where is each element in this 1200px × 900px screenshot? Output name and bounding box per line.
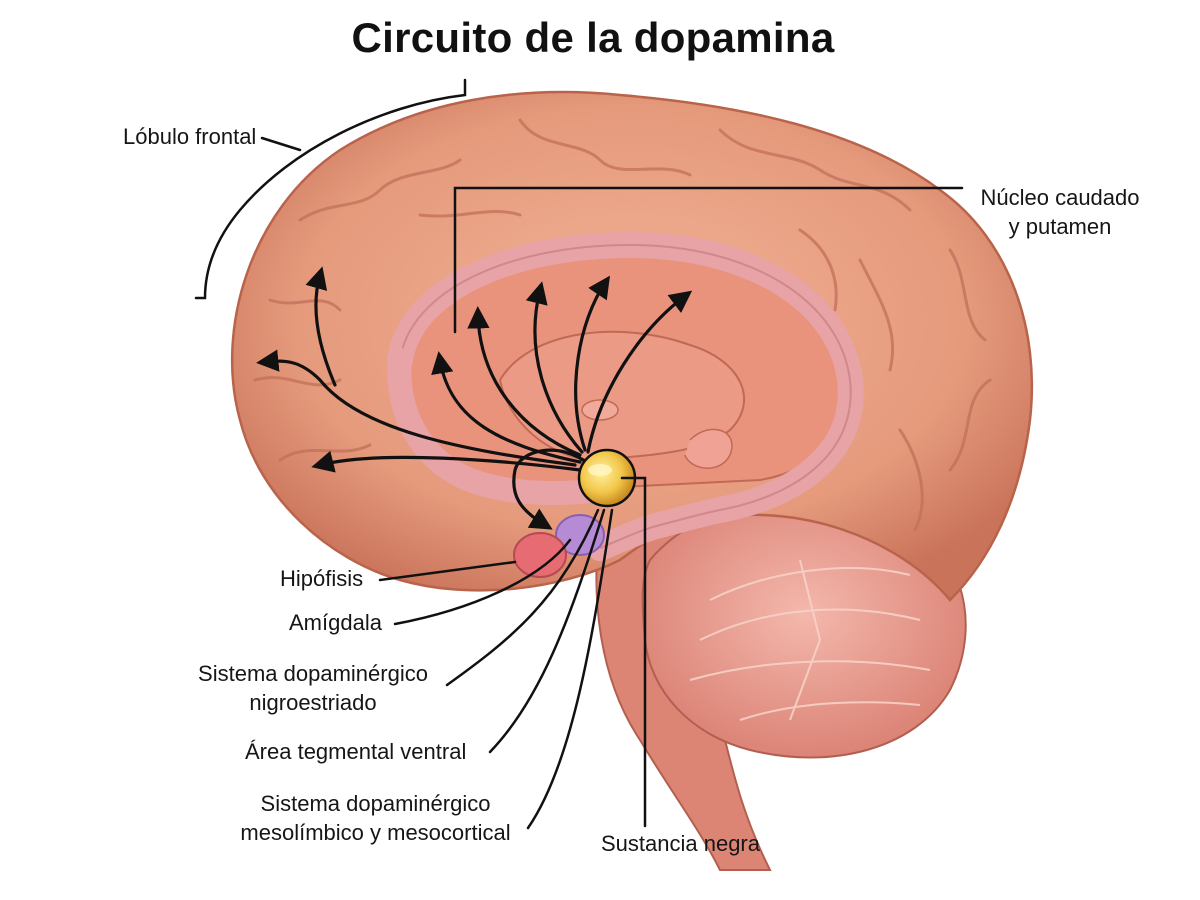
label-mesolimbic-line2: mesolímbico y mesocortical: [240, 820, 511, 845]
label-frontal-lobe: Lóbulo frontal: [123, 124, 257, 149]
leader-lines: [194, 78, 964, 830]
hypothalamus-fold: [684, 428, 733, 469]
label-vta: Área tegmental ventral: [245, 739, 467, 764]
label-nigrostriatal: Sistema dopaminérgico nigroestriado: [183, 659, 443, 717]
label-caudate-line1: Núcleo caudado: [980, 185, 1140, 210]
label-nigrostriatal-line1: Sistema dopaminérgico: [198, 661, 428, 686]
pituitary-shape: [513, 532, 567, 578]
label-substantia-nigra: Sustancia negra: [601, 831, 760, 856]
label-caudate-line2: y putamen: [1008, 214, 1112, 239]
label-mesolimbic: Sistema dopaminérgico mesolímbico y meso…: [228, 789, 523, 847]
label-amygdala: Amígdala: [289, 610, 382, 635]
label-pituitary: Hipófisis: [280, 566, 364, 591]
cortex-gyri: [253, 118, 992, 532]
label-mesolimbic-line1: Sistema dopaminérgico: [260, 791, 491, 816]
cerebellum-folia: [689, 559, 931, 721]
diagram-title: Circuito de la dopamina: [351, 14, 835, 61]
dopamine-pathways: [256, 266, 693, 530]
label-nigrostriatal-line2: nigroestriado: [249, 690, 377, 715]
label-caudate-putamen: Núcleo caudado y putamen: [965, 183, 1155, 241]
